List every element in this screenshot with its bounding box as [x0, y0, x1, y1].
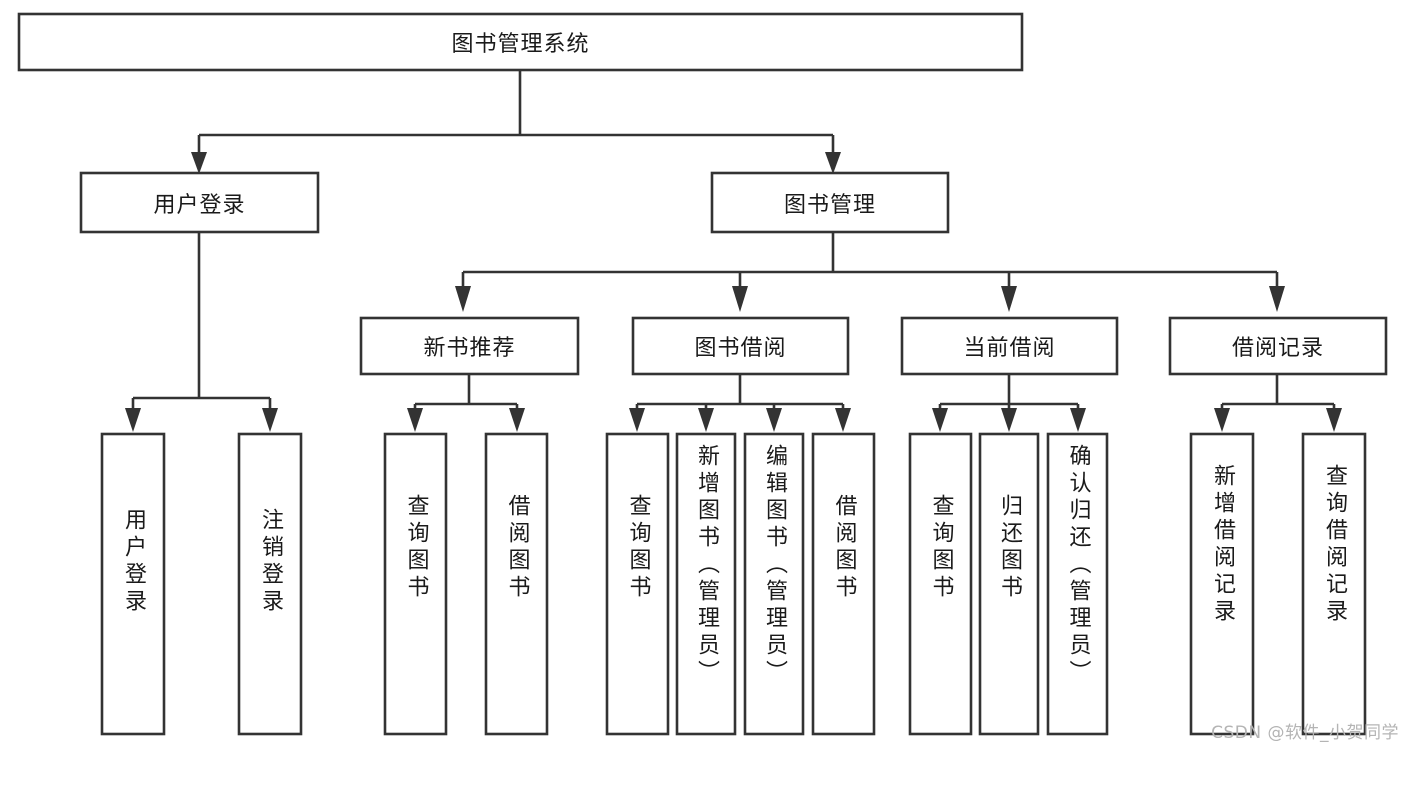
arrow-to-leaf-query-book-3 [932, 408, 948, 432]
arrow-to-leaf-query-book-2 [629, 408, 645, 432]
node-box-leaf-confirm-return[interactable] [1046, 432, 1109, 736]
arrow-to-leaf-add-book [698, 408, 714, 432]
node-box-leaf-query-book-1[interactable] [383, 432, 448, 736]
node-box-root[interactable] [17, 12, 1024, 72]
arrow-root-to-book-manage [825, 152, 841, 174]
node-box-book-manage[interactable] [710, 171, 950, 234]
node-box-leaf-add-book[interactable] [675, 432, 737, 736]
connector-layer [125, 70, 1342, 432]
node-layer [17, 12, 1388, 736]
arrow-to-leaf-return-book [1001, 408, 1017, 432]
node-box-leaf-query-record[interactable] [1301, 432, 1367, 736]
node-box-leaf-edit-book[interactable] [743, 432, 805, 736]
arrow-to-book-borrow [732, 286, 748, 312]
arrow-to-leaf-add-record [1214, 408, 1230, 432]
csdn-watermark: CSDN @软件_小贺同学 [1211, 723, 1399, 743]
node-box-leaf-user-logout[interactable] [237, 432, 303, 736]
node-box-leaf-user-login[interactable] [100, 432, 166, 736]
arrow-to-borrow-record [1269, 286, 1285, 312]
node-box-current-borrow[interactable] [900, 316, 1119, 376]
arrow-to-new-book-rec [455, 286, 471, 312]
node-box-new-book-rec[interactable] [359, 316, 580, 376]
node-box-leaf-borrow-book-2[interactable] [811, 432, 876, 736]
arrow-to-leaf-query-record [1326, 408, 1342, 432]
node-box-leaf-borrow-book-1[interactable] [484, 432, 549, 736]
arrow-to-leaf-borrow-book-1 [509, 408, 525, 432]
arrow-to-leaf-edit-book [766, 408, 782, 432]
arrow-to-leaf-user-login [125, 408, 141, 432]
flowchart-canvas: 图书管理系统 用户登录 图书管理 新书推荐 图书借阅 当前借阅 借阅记录 用户登… [17, 12, 1399, 743]
node-box-borrow-record[interactable] [1168, 316, 1388, 376]
arrow-to-leaf-borrow-book-2 [835, 408, 851, 432]
flowchart-svg [17, 12, 1388, 736]
node-box-leaf-return-book[interactable] [978, 432, 1040, 736]
arrow-to-current-borrow [1001, 286, 1017, 312]
arrow-to-leaf-confirm-return [1070, 408, 1086, 432]
node-box-user-login[interactable] [79, 171, 320, 234]
arrow-root-to-user-login [191, 152, 207, 174]
node-box-leaf-query-book-2[interactable] [605, 432, 670, 736]
arrow-to-leaf-user-logout [262, 408, 278, 432]
arrow-to-leaf-query-book-1 [407, 408, 423, 432]
node-box-leaf-query-book-3[interactable] [908, 432, 973, 736]
node-box-leaf-add-record[interactable] [1189, 432, 1255, 736]
node-box-book-borrow[interactable] [631, 316, 850, 376]
